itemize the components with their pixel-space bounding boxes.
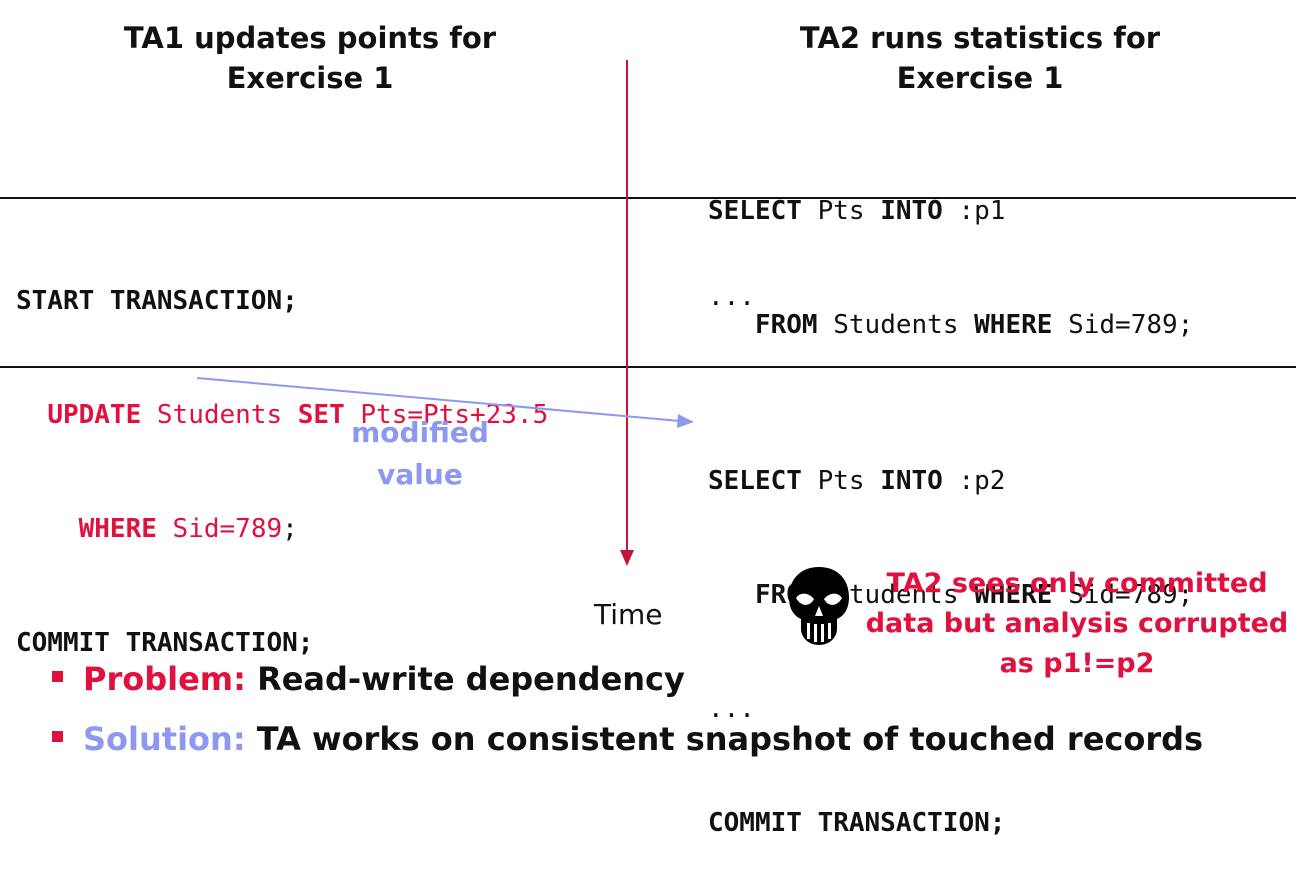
kw-into: INTO xyxy=(880,196,943,226)
bullet-square xyxy=(52,670,63,682)
ta1-commit: COMMIT TRANSACTION; xyxy=(16,628,314,658)
bullet-solution: Solution: TA works on consistent snapsho… xyxy=(52,720,1203,758)
kw-where: WHERE xyxy=(974,310,1053,340)
kw-update: UPDATE xyxy=(47,400,142,430)
arrows-layer xyxy=(196,60,694,566)
ta2-ellipsis1: ... xyxy=(708,282,755,312)
kw-select: SELECT xyxy=(708,466,802,496)
solution-label: Solution: xyxy=(83,720,246,758)
code-text: Students xyxy=(817,580,975,610)
code-text: :p1 xyxy=(942,196,1006,226)
code-text: :p2 xyxy=(942,466,1006,496)
ta2-ellipsis2: ... xyxy=(708,694,755,724)
ta2-commit: COMMIT TRANSACTION; xyxy=(708,808,1006,838)
ta2-select1: SELECT Pts INTO :p1 FROM Students WHERE … xyxy=(708,116,1193,382)
kw-select: SELECT xyxy=(708,196,802,226)
code-semicolon: ; xyxy=(282,514,298,544)
warning-line3: as p1!=p2 xyxy=(999,648,1155,679)
ta1-transaction: START TRANSACTION; UPDATE Students SET P… xyxy=(16,206,548,700)
solution-text: TA works on consistent snapshot of touch… xyxy=(245,720,1204,758)
ta2-select1-line2: FROM Students WHERE Sid=789; xyxy=(708,306,1193,344)
ta2-select2-line1: SELECT Pts INTO :p2 xyxy=(708,462,1193,500)
warning-text: TA2 sees only committed data but analysi… xyxy=(862,564,1292,684)
modified-label-line2: value xyxy=(377,458,463,491)
ta2-header: TA2 runs statistics for Exercise 1 xyxy=(780,18,1180,98)
code-text: Pts=Pts+23.5 xyxy=(344,400,549,430)
divider-top xyxy=(0,197,1296,199)
kw-into: INTO xyxy=(880,466,943,496)
time-label: Time xyxy=(594,598,663,631)
code-text: Students xyxy=(141,400,298,430)
kw-from: FROM xyxy=(754,310,818,340)
ta1-header-line2: Exercise 1 xyxy=(226,61,394,95)
problem-text: Read-write dependency xyxy=(245,660,685,698)
kw-where: WHERE xyxy=(78,514,157,544)
ta1-header: TA1 updates points for Exercise 1 xyxy=(110,18,510,98)
ta2-select2-line2: FROM Students WHERE Sid=789; xyxy=(708,576,1193,614)
code-text: Students xyxy=(817,310,975,340)
code-text: Pts xyxy=(801,196,881,226)
kw-where: WHERE xyxy=(974,580,1053,610)
modified-label-line1: modified xyxy=(351,416,489,449)
ta1-header-line1: TA1 updates points for xyxy=(123,21,497,55)
warning-line2: data but analysis corrupted xyxy=(865,608,1289,639)
ta1-start: START TRANSACTION; xyxy=(16,286,298,316)
problem-label: Problem: xyxy=(83,660,246,698)
warning-line1: TA2 sees only committed xyxy=(886,568,1268,599)
ta1-update-line1: UPDATE Students SET Pts=Pts+23.5 xyxy=(16,396,548,434)
modified-value-arrow-line xyxy=(196,377,681,422)
ta2-select1-line1: SELECT Pts INTO :p1 xyxy=(708,192,1193,230)
modified-value-label: modified value xyxy=(320,412,520,496)
code-text: Pts xyxy=(801,466,881,496)
modified-value-arrowhead xyxy=(677,414,694,428)
skull-icon xyxy=(789,567,849,645)
code-text: Sid=789; xyxy=(1052,580,1194,610)
timeline-arrowhead xyxy=(620,550,634,566)
kw-set: SET xyxy=(297,400,345,430)
bullet-problem: Problem: Read-write dependency xyxy=(52,660,685,698)
ta1-update-line2: WHERE Sid=789; xyxy=(16,510,548,548)
code-text: Sid=789 xyxy=(156,514,283,544)
ta2-header-line2: Exercise 1 xyxy=(896,61,1064,95)
divider-bottom xyxy=(0,366,1296,368)
code-text: Sid=789; xyxy=(1052,310,1194,340)
ta2-header-line1: TA2 runs statistics for xyxy=(799,21,1161,55)
bullet-square xyxy=(52,730,63,742)
